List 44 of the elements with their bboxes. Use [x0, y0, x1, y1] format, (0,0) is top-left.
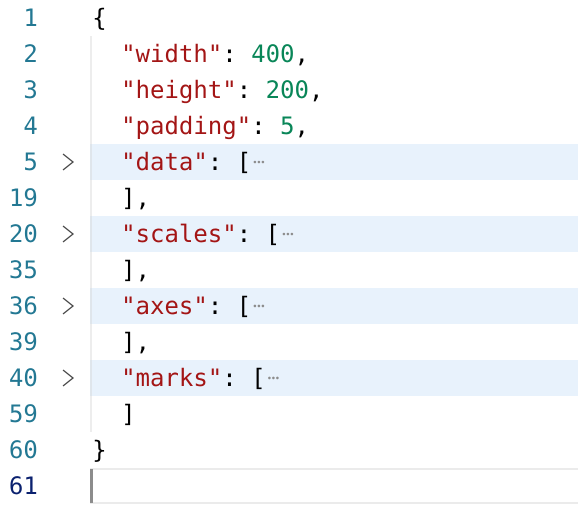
- code-token: 200: [267, 80, 308, 98]
- code-token: :: [228, 374, 231, 386]
- line-number: 5: [25, 152, 36, 170]
- code-token: ,: [299, 130, 304, 138]
- code-token: "axes": [125, 296, 204, 314]
- code-token: :: [242, 230, 246, 242]
- code-token: ]: [125, 404, 130, 426]
- code-token: "data": [125, 152, 204, 170]
- code-token: ,: [314, 94, 318, 102]
- line-number: 39: [10, 332, 36, 350]
- line-number: 4: [24, 116, 37, 134]
- code-token: {: [94, 8, 104, 30]
- code-token: [: [242, 296, 248, 318]
- code-token: [: [256, 368, 262, 390]
- code-token: "padding": [125, 116, 248, 140]
- line-number: 20: [10, 224, 36, 242]
- code-token: ],: [125, 260, 144, 282]
- code-token: 400: [252, 44, 293, 62]
- line-number: 40: [10, 368, 36, 386]
- code-token: "width": [125, 44, 218, 62]
- line-number: 61: [10, 476, 36, 494]
- code-token: [: [242, 152, 248, 174]
- code-token: ],: [125, 188, 144, 210]
- line-number: 59: [10, 404, 36, 422]
- code-token: }: [94, 440, 104, 462]
- line-number: 35: [10, 260, 36, 278]
- code-token: "marks": [125, 368, 218, 386]
- line-number: 60: [10, 440, 36, 458]
- code-token: "scales": [125, 224, 233, 242]
- line-number: 19: [12, 188, 36, 206]
- code-token: "height": [125, 80, 233, 104]
- code-token: ,: [299, 58, 304, 66]
- code-token: 5: [282, 116, 293, 134]
- line-number: 36: [10, 296, 36, 314]
- line-number: 3: [24, 80, 36, 98]
- code-token: :: [256, 122, 260, 134]
- line-number: 2: [25, 44, 36, 62]
- code-token: :: [242, 86, 246, 98]
- code-token: :: [228, 50, 231, 62]
- code-token: :: [214, 158, 216, 170]
- code-token: :: [214, 302, 216, 314]
- line-number: 1: [26, 8, 36, 26]
- code-token: ],: [125, 332, 144, 354]
- code-token: [: [271, 224, 276, 246]
